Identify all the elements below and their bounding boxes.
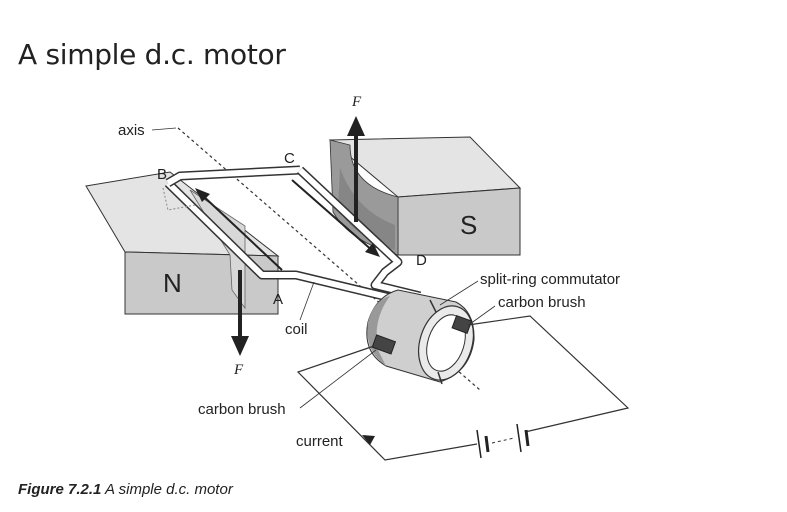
battery-cell2-long [516,423,522,453]
figure-caption: Figure 7.2.1 A simple d.c. motor [18,481,233,498]
leader-coil [299,281,315,321]
battery-gap [491,437,515,444]
force-label-bottom: F [233,362,244,378]
brush-left-label: carbon brush [198,401,286,418]
coil [162,165,422,305]
commutator-label: split-ring commutator [480,271,620,288]
leader-commutator [439,280,479,306]
battery-cell1-long [476,429,482,459]
south-pole-label: S [460,210,477,240]
corner-label-c: C [284,150,295,167]
current-direction-arrow [362,435,375,445]
corner-label-a: A [273,291,283,308]
force-label-top: F [351,94,362,110]
circuit-wires [296,315,630,461]
current-arrow-cd [291,179,375,253]
page-title: A simple d.c. motor [18,38,286,71]
leader-lines [299,280,496,409]
figure-number: Figure 7.2.1 [18,481,102,498]
north-magnet [85,171,280,315]
coil-current-arrows [195,179,380,271]
brush-right-label: carbon brush [498,294,586,311]
coil-side-bc-inner [166,167,301,186]
force-arrow-up-head [347,116,365,136]
south-pole-shade [338,168,395,250]
current-arrow-ab-head [195,188,210,202]
force-arrow-down-head [231,336,249,356]
carbon-brush-right [451,314,473,334]
south-magnet [328,136,522,256]
battery-cell2-short [524,429,530,447]
current-arrow-cd-head [365,243,380,257]
wire-right [467,315,630,433]
commutator-split-bottom [437,371,443,385]
axis-label-leader [151,127,177,131]
current-arrow-ab [199,192,283,271]
battery [476,423,530,459]
battery-cell1-short [484,435,490,453]
corner-label-d: D [416,252,427,269]
coil-hidden-edge [162,187,196,211]
carbon-brush-left [371,334,397,355]
commutator-split-top [429,299,437,313]
north-magnet-top [85,171,280,257]
leader-brush-right [469,305,496,325]
wire-left [296,345,478,461]
commutator-shading [367,296,390,366]
coil-side-ab-inner [165,180,401,303]
north-pole-label: N [163,268,182,298]
current-label: current [296,433,344,450]
north-magnet-front [124,251,279,315]
leader-brush-left [299,349,377,409]
axis-label: axis [118,122,145,139]
coil-side-cd-inner [297,167,421,299]
south-magnet-front [397,187,521,256]
corner-label-b: B [157,166,167,183]
force-arrows [231,116,365,356]
figure-caption-text: A simple d.c. motor [105,481,233,498]
coil-label: coil [285,321,308,338]
